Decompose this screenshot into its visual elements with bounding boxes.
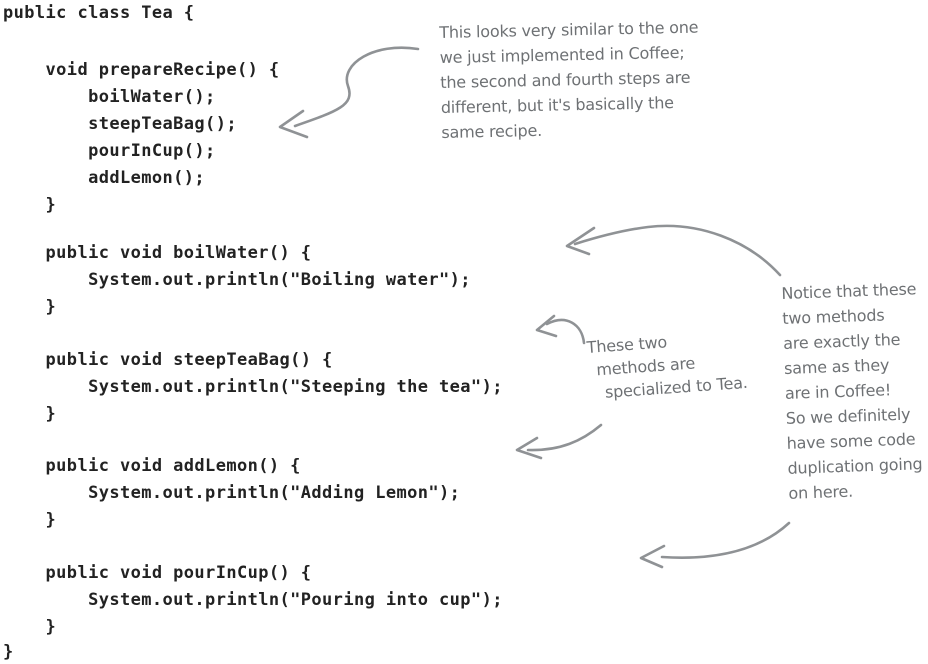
annotation-line: are exactly the [782, 329, 901, 353]
arrow-duplication-to-boilwater-arrowhead-icon [565, 226, 596, 256]
code-class-closing-brace: } [3, 642, 14, 662]
arrow-specialized-to-steepteabag-arrowhead-icon [535, 314, 558, 338]
annotation-specialized-to-tea: These two methods are specialized to Tea… [586, 325, 748, 405]
code-method-add-lemon: public void addLemon() { System.out.prin… [45, 456, 461, 530]
arrow-similar-recipe-to-prepare-recipe-icon [293, 46, 420, 128]
arrow-duplication-to-pourincup-icon [660, 521, 791, 559]
code-method-prepare-recipe: void prepareRecipe() { boilWater(); stee… [45, 60, 280, 215]
arrow-specialized-to-addlemon-icon [526, 423, 603, 452]
arrow-specialized-to-addlemon-arrowhead-icon [515, 436, 543, 460]
arrow-similar-recipe-arrowhead-icon [278, 109, 309, 139]
arrow-specialized-to-steepteabag-icon [545, 318, 586, 345]
code-method-boil-water: public void boilWater() { System.out.pri… [45, 243, 471, 317]
arrow-duplication-to-boilwater-icon [573, 224, 782, 277]
annotation-line: same recipe. [441, 120, 543, 142]
annotation-line: duplication going [787, 454, 923, 478]
code-class-declaration: public class Tea { [3, 3, 195, 23]
annotation-line: Notice that these [781, 279, 917, 303]
code-method-steep-tea-bag: public void steepTeaBag() { System.out.p… [45, 350, 503, 424]
annotation-code-duplication: Notice that these two methods are exactl… [781, 276, 924, 506]
annotation-similar-recipe: This looks very similar to the one we ju… [439, 15, 701, 145]
arrow-duplication-to-pourincup-arrowhead-icon [639, 544, 666, 569]
code-method-pour-in-cup: public void pourInCup() { System.out.pri… [45, 563, 503, 637]
annotation-line: on here. [788, 481, 854, 503]
